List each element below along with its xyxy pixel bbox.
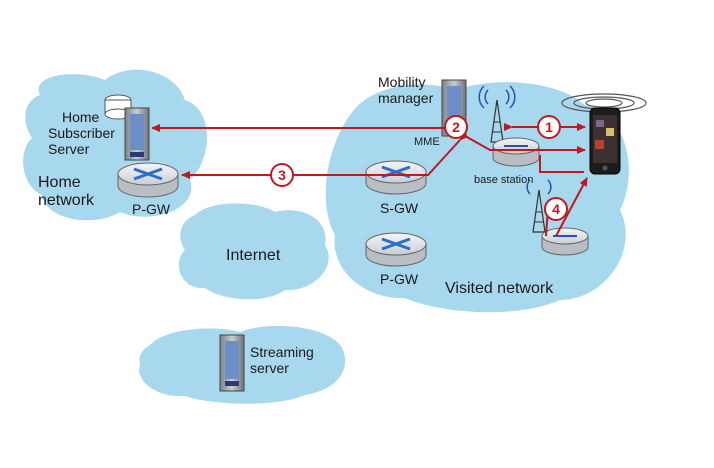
home-pgw-router-icon xyxy=(117,162,179,198)
mobile-phone-icon xyxy=(561,93,647,175)
hss-label-line3: Server xyxy=(48,141,90,157)
streaming-server-label-line1: Streaming xyxy=(250,344,314,360)
step-2-badge: 2 xyxy=(444,115,468,139)
visited-pgw-router-icon xyxy=(365,232,427,267)
step-3-badge: 3 xyxy=(270,163,294,187)
mobility-manager-label-line1: Mobility xyxy=(378,74,425,90)
home-subscriber-server-icon xyxy=(104,94,150,161)
streaming-server-icon xyxy=(219,334,245,392)
visited-network-cloud xyxy=(325,82,629,313)
mobility-manager-label-line2: manager xyxy=(378,90,434,106)
step-4-number: 4 xyxy=(552,201,560,217)
home-network-label-line2: network xyxy=(38,192,95,209)
base-station-label: base station xyxy=(474,174,533,186)
sgw-label: S-GW xyxy=(380,200,419,216)
step-2-number: 2 xyxy=(452,119,460,135)
step-3-arrow xyxy=(181,131,469,179)
step-4-line-a xyxy=(539,155,584,173)
home-network-label-line1: Home xyxy=(38,174,81,191)
step-1-number: 1 xyxy=(545,119,553,135)
sgw-router-icon xyxy=(365,160,427,195)
hss-label-line1: Home xyxy=(62,109,100,125)
home-pgw-label: P-GW xyxy=(132,201,171,217)
visited-pgw-label: P-GW xyxy=(380,271,419,287)
signaling-arrows xyxy=(151,123,588,237)
step-1-badge: 1 xyxy=(537,115,561,139)
step-4-badge: 4 xyxy=(544,197,568,221)
internet-label: Internet xyxy=(226,247,281,264)
mme-to-phone-arrow xyxy=(457,131,586,154)
visited-network-label: Visited network xyxy=(445,280,554,297)
step-4-arrow xyxy=(555,177,588,237)
step-3-number: 3 xyxy=(278,167,286,183)
mme-label: MME xyxy=(414,136,440,148)
internet-cloud xyxy=(178,203,329,300)
streaming-server-label-line2: server xyxy=(250,360,289,376)
hss-label-line2: Subscriber xyxy=(48,125,115,141)
